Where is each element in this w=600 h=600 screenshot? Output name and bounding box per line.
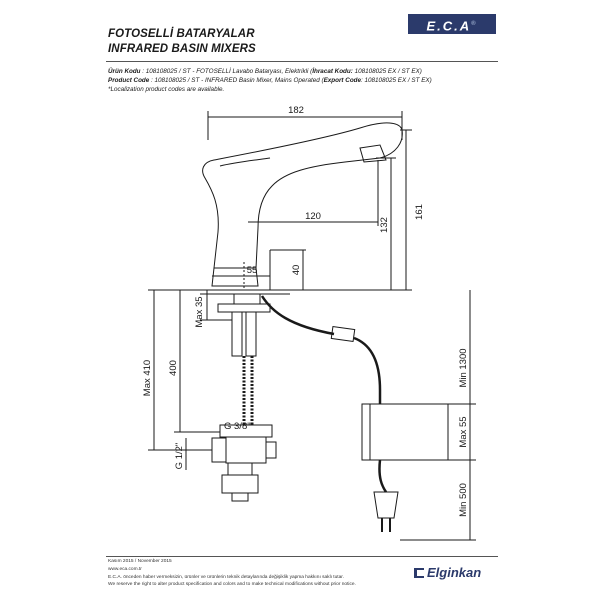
faucet-body xyxy=(202,122,403,269)
elginkan-logo: Elginkan xyxy=(414,565,481,580)
dim-132-label: 132 xyxy=(379,217,390,233)
eca-logo: E.C.A® xyxy=(408,14,496,34)
dim-max35-label: Max 35 xyxy=(194,296,205,327)
dim-55-label: 55 xyxy=(247,265,258,276)
label-en: Product Code xyxy=(108,77,150,84)
valve-lower xyxy=(227,462,253,476)
logo-text: E.C.A xyxy=(426,18,472,34)
export-label-en: Export Code xyxy=(323,77,362,84)
faucet-top-line xyxy=(219,157,271,167)
text-en: : 108108025 / ST - INFRARED Basin Mixer,… xyxy=(151,77,324,84)
export-text-en: : 108108025 EX / ST EX) xyxy=(361,77,432,84)
export-label-tr: İhracat Kodu: xyxy=(312,68,353,75)
shank xyxy=(245,311,257,357)
valve-body xyxy=(225,436,267,464)
cable-connector xyxy=(330,325,356,343)
power-plug xyxy=(373,491,399,519)
dim-161-label: 161 xyxy=(414,204,425,220)
brand-mark-icon xyxy=(414,568,424,578)
localization-note: *Localization product codes are availabl… xyxy=(108,86,225,93)
power-cable xyxy=(378,459,388,493)
label-tr: Ürün Kodu xyxy=(108,68,141,75)
footer-date: Kasım 2015 / November 2015 xyxy=(108,559,172,564)
footer-disclaimer-en: We reserve the right to alter product sp… xyxy=(108,582,356,587)
dim-max410-label: Max 410 xyxy=(142,360,153,396)
cable-to-box xyxy=(353,336,382,404)
registered-mark: ® xyxy=(471,21,478,27)
dim-g12-label: G 1/2" xyxy=(174,443,185,470)
mounting-nut xyxy=(233,293,261,305)
faucet-base xyxy=(211,267,259,287)
sensor-window xyxy=(359,144,387,163)
shank xyxy=(231,311,243,357)
brand-text: Elginkan xyxy=(427,565,482,580)
dim-max55-label: Max 55 xyxy=(458,416,469,447)
valve-cap xyxy=(231,492,249,502)
dim-g38-label: G 3/8" xyxy=(224,421,251,432)
sensor-cable xyxy=(260,295,335,336)
dim-40-label: 40 xyxy=(291,265,302,276)
dim-120-label: 120 xyxy=(305,211,321,222)
valve-handle xyxy=(221,474,259,494)
mounting-plate xyxy=(217,303,271,313)
valve-outlet xyxy=(265,441,277,459)
title-tr: FOTOSELLİ BATARYALAR xyxy=(108,28,255,40)
control-box xyxy=(361,403,449,461)
header-rule xyxy=(106,61,498,62)
dim-400-label: 400 xyxy=(168,360,179,376)
dim-182-label: 182 xyxy=(288,105,304,116)
footer-rule xyxy=(106,556,498,557)
dim-min1300-label: Min 1300 xyxy=(458,348,469,387)
dim-min500-label: Min 500 xyxy=(458,483,469,517)
title-en: INFRARED BASIN MIXERS xyxy=(108,43,256,55)
footer-url[interactable]: www.eca.com.tr xyxy=(108,567,142,572)
wall-connector xyxy=(211,437,227,463)
export-text-tr: 108108025 EX / ST EX) xyxy=(352,68,422,75)
product-line-en: Product Code : 108108025 / ST - INFRARED… xyxy=(108,76,432,85)
text-tr: : 108108025 / ST - FOTOSELLİ Lavabo Bata… xyxy=(142,68,313,75)
product-line-tr: Ürün Kodu : 108108025 / ST - FOTOSELLİ L… xyxy=(108,67,422,76)
footer-disclaimer-tr: E.C.A. önceden haber vermeksizin, ürünle… xyxy=(108,575,344,580)
